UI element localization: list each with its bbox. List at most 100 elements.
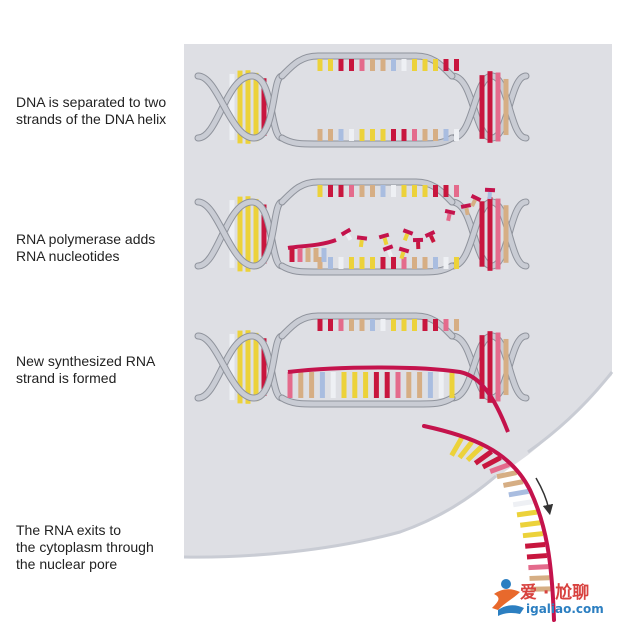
step-label-separation: DNA is separated to two strands of the D… bbox=[16, 94, 186, 128]
base-pair bbox=[495, 332, 501, 402]
base-pair bbox=[229, 200, 235, 268]
step-label-line: New synthesized RNA bbox=[16, 353, 156, 369]
nucleotide-base bbox=[417, 372, 423, 398]
nucleotide-base bbox=[330, 372, 336, 398]
rna-strand-icon bbox=[287, 365, 510, 433]
nucleotide-base bbox=[443, 319, 449, 331]
nucleotide-base bbox=[433, 185, 438, 197]
nucleotide-base bbox=[422, 59, 428, 71]
watermark-text: 爱 · 尬聊 bbox=[520, 583, 590, 603]
nucleotide-base bbox=[338, 257, 344, 269]
nucleotide-base bbox=[412, 185, 417, 197]
nucleotide-base bbox=[305, 248, 311, 262]
dna-strand bbox=[195, 73, 285, 141]
nucleotide-base bbox=[391, 59, 396, 71]
base-pair bbox=[245, 330, 251, 404]
nucleotide-base bbox=[412, 129, 417, 141]
nucleotide-base bbox=[370, 129, 375, 141]
base-pair bbox=[487, 197, 493, 271]
nucleotide-icon bbox=[444, 209, 456, 222]
dna-helix-rna-formed bbox=[194, 312, 530, 433]
rna-base bbox=[519, 520, 541, 528]
rna-strand-icon bbox=[422, 424, 556, 622]
rna-base bbox=[449, 436, 464, 457]
base-pair bbox=[503, 78, 509, 136]
rna-base bbox=[516, 509, 538, 518]
nucleotide-icon bbox=[412, 237, 424, 250]
dna-strand bbox=[279, 179, 455, 205]
nucleotide-base bbox=[384, 372, 390, 398]
nucleotide-base bbox=[341, 372, 347, 398]
nucleotide-icon bbox=[398, 246, 410, 260]
base-pair bbox=[253, 72, 259, 142]
base-pair bbox=[503, 205, 509, 263]
nucleotide-base bbox=[313, 248, 319, 262]
nucleotide-base bbox=[433, 319, 438, 331]
nucleotide-base bbox=[412, 319, 417, 331]
nucleotide-base bbox=[349, 257, 354, 269]
dna-strand bbox=[279, 395, 455, 407]
step-label-line: strand is formed bbox=[16, 370, 117, 386]
nucleotide-base bbox=[359, 319, 365, 331]
nucleotide-base bbox=[380, 129, 386, 141]
base-pair bbox=[261, 338, 267, 396]
rna-base bbox=[489, 462, 510, 474]
nucleotide-icon bbox=[402, 228, 414, 242]
step-label-synthesis: New synthesized RNA strand is formed bbox=[16, 353, 186, 387]
nucleotide-base bbox=[412, 257, 417, 269]
base-pair bbox=[261, 204, 267, 264]
nucleotide-base bbox=[422, 319, 428, 331]
free-nucleotides bbox=[340, 187, 496, 260]
base-pair bbox=[479, 335, 485, 399]
base-pair bbox=[253, 332, 259, 402]
nucleotide-base bbox=[328, 319, 333, 331]
nucleotide-base bbox=[317, 129, 323, 141]
dna-strand bbox=[195, 73, 285, 141]
nucleotide-base bbox=[359, 129, 365, 141]
base-pair bbox=[495, 198, 501, 270]
nucleotide-base bbox=[401, 257, 407, 269]
base-pair bbox=[487, 71, 493, 143]
nucleotide-base bbox=[433, 129, 438, 141]
nucleotide-base bbox=[328, 185, 333, 197]
nucleotide-base bbox=[422, 257, 428, 269]
rna-base bbox=[502, 479, 524, 488]
nucleotide-base bbox=[359, 59, 365, 71]
nucleotide-icon bbox=[356, 235, 368, 248]
nucleotide-base bbox=[359, 185, 365, 197]
rna-base bbox=[508, 488, 529, 498]
rna-base bbox=[522, 531, 544, 539]
base-pair bbox=[253, 198, 259, 270]
nucleotide-base bbox=[370, 257, 375, 269]
nucleotide-base bbox=[363, 372, 369, 398]
nucleotide-base bbox=[338, 185, 344, 197]
nucleotide-base bbox=[359, 257, 365, 269]
nucleotide-base bbox=[297, 248, 303, 262]
step-label-line: strands of the DNA helix bbox=[16, 111, 167, 127]
nucleotide-base bbox=[422, 129, 428, 141]
nucleotide-base bbox=[338, 59, 344, 71]
base-pair bbox=[237, 330, 243, 404]
nucleotide-base bbox=[380, 185, 386, 197]
nuclear-envelope-upper bbox=[527, 371, 614, 454]
dna-strand bbox=[279, 53, 455, 79]
nucleotide-base bbox=[298, 372, 304, 398]
nucleotide-icon bbox=[484, 187, 496, 200]
nucleotide-base bbox=[391, 319, 396, 331]
dna-strand bbox=[279, 313, 455, 339]
dna-helix-separated bbox=[194, 52, 530, 148]
nucleotide-base bbox=[287, 372, 293, 398]
nucleotide-base bbox=[317, 185, 323, 197]
nucleotide-icon bbox=[470, 194, 482, 207]
rna-base bbox=[526, 553, 548, 560]
dna-strand bbox=[195, 199, 285, 269]
base-pair bbox=[479, 75, 485, 139]
dna-helix-polymerase bbox=[194, 178, 530, 276]
nuclear-envelope-lower bbox=[183, 474, 497, 559]
nucleotide-base bbox=[373, 372, 379, 398]
nucleotide-base bbox=[380, 319, 386, 331]
nucleotide-base bbox=[395, 372, 401, 398]
nucleotide-base bbox=[427, 372, 433, 398]
nucleotide-base bbox=[433, 59, 438, 71]
